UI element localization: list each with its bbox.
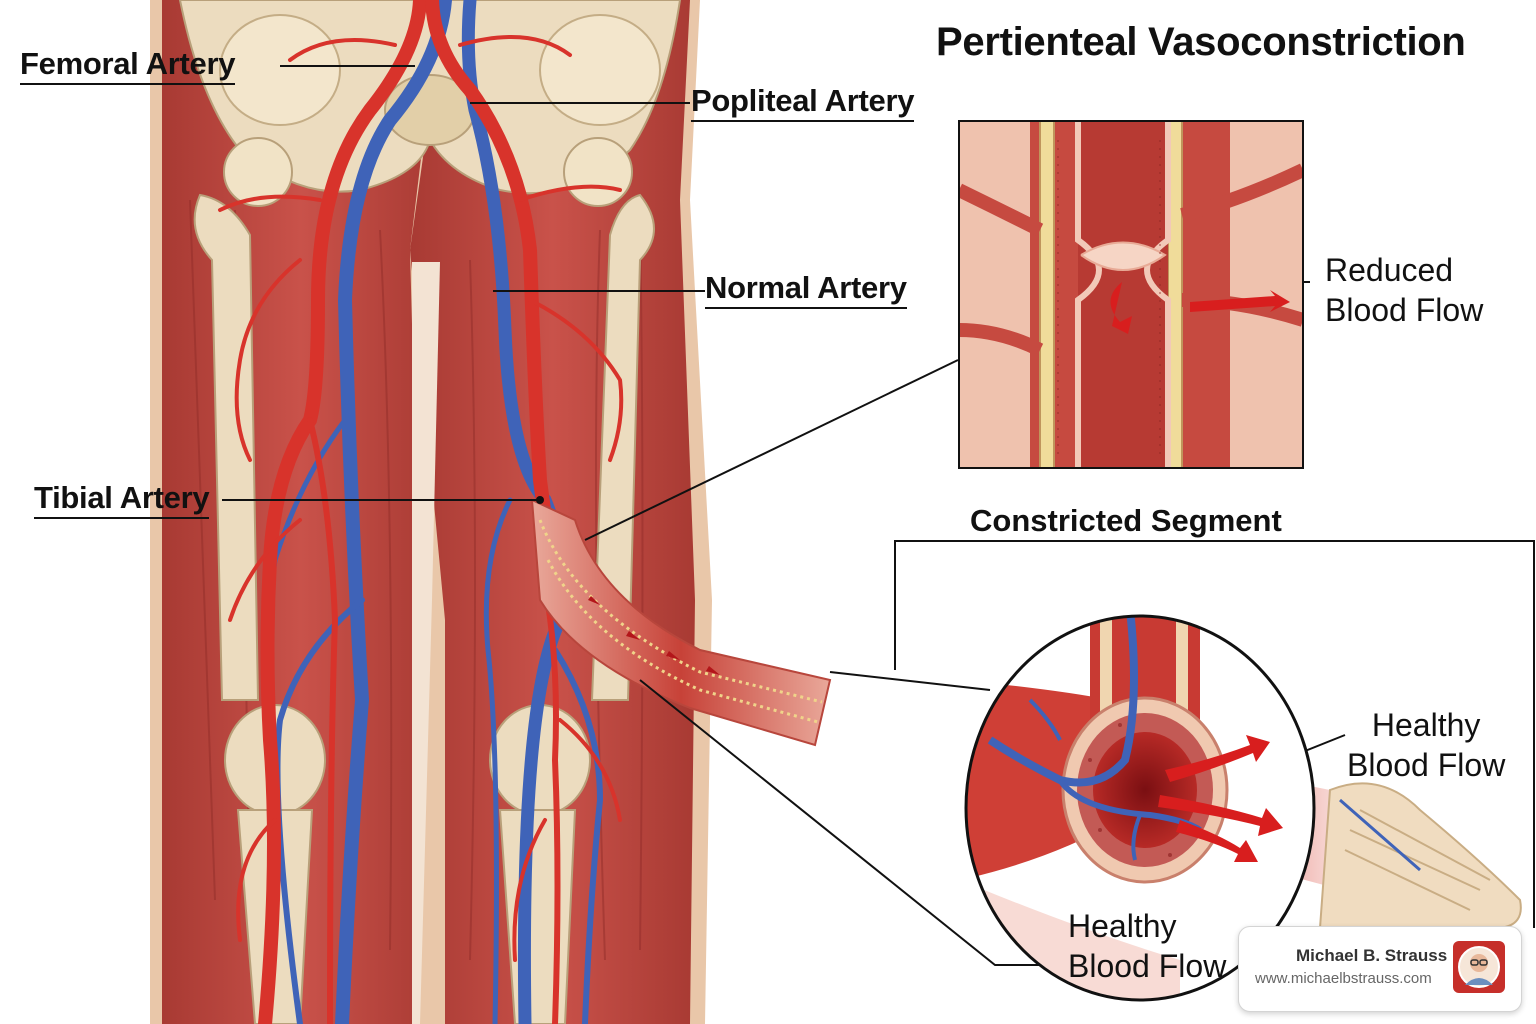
reduced-flow-label: Reduced Blood Flow bbox=[1325, 250, 1483, 330]
inset-top-connector bbox=[584, 359, 959, 541]
circle-connector-bottom bbox=[639, 679, 1055, 966]
cross-section-inset bbox=[964, 614, 1316, 1002]
diagram-title: Pertienteal Vasoconstriction bbox=[936, 20, 1466, 64]
femoral-artery-label: Femoral Artery bbox=[20, 48, 235, 85]
constricted-segment-title: Constricted Segment bbox=[970, 503, 1282, 538]
normal-artery-label: Normal Artery bbox=[705, 272, 907, 309]
healthy-flow-right-line1: Healthy bbox=[1371, 707, 1481, 743]
healthy-flow-arrows bbox=[1158, 735, 1283, 862]
healthy-flow-right-line2: Blood Flow bbox=[1347, 747, 1506, 783]
reduced-flow-inset bbox=[958, 120, 1304, 469]
popliteal-artery-label: Popliteal Artery bbox=[691, 85, 914, 122]
healthy-flow-left-line1: Healthy bbox=[1068, 908, 1177, 944]
reduced-flow-line2: Blood Flow bbox=[1325, 292, 1484, 328]
constricted-vessel-segment bbox=[530, 498, 832, 747]
healthy-flow-right-label: Healthy Blood Flow bbox=[1347, 705, 1505, 785]
legs-illustration bbox=[150, 0, 832, 1024]
circle-connector-top bbox=[829, 671, 991, 691]
reduced-flow-arrow-curl bbox=[1110, 282, 1132, 334]
author-url[interactable]: www.michaelbstrauss.com bbox=[1255, 970, 1432, 987]
reduced-flow-line1: Reduced bbox=[1325, 252, 1454, 288]
author-name: Michael B. Strauss bbox=[1296, 946, 1448, 965]
foot-illustration bbox=[1318, 782, 1522, 929]
healthy-flow-left-line2: Blood Flow bbox=[1068, 948, 1227, 984]
arteries bbox=[218, 0, 624, 1024]
reduced-flow-arrow bbox=[1190, 290, 1290, 312]
author-avatar bbox=[1453, 941, 1505, 993]
constricted-segment-frame bbox=[894, 540, 1535, 928]
author-badge[interactable]: Michael B. Strauss www.michaelbstrauss.c… bbox=[1238, 926, 1522, 1012]
healthy-flow-left-label: Healthy Blood Flow bbox=[1068, 906, 1226, 986]
tibial-artery-label: Tibial Artery bbox=[34, 482, 210, 519]
left-femur bbox=[193, 193, 260, 701]
right-femur bbox=[590, 193, 655, 701]
